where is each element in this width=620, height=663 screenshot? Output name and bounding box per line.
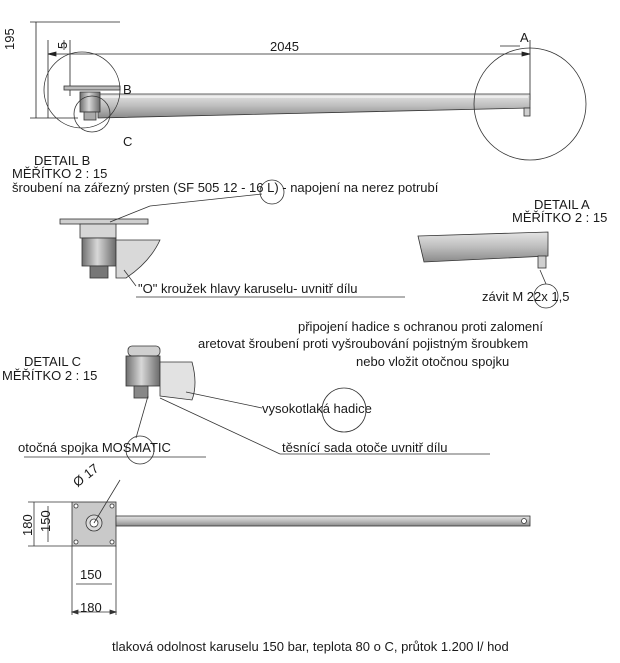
plan-view-drawing [28,479,531,615]
dim-180-vertical: 180 [20,514,35,536]
detail-c-scale: MĚŘÍTKO 2 : 15 [2,368,98,383]
detail-b-drawing [59,179,405,298]
detail-b-scale: MĚŘÍTKO 2 : 15 [12,166,108,181]
top-side-view [30,21,587,161]
note-line-1: připojení hadice s ochranou proti zalome… [298,319,543,334]
detail-b-title: DETAIL B [34,153,91,168]
detail-a-drawing [417,231,559,309]
label-b: B [123,82,132,97]
label-a: A [520,30,529,45]
dim-2045: 2045 [270,39,299,54]
footer-note: tlaková odolnost karuselu 150 bar, teplo… [112,639,509,654]
detail-c-hose: vysokotlaká hadice [262,401,372,416]
detail-c-title: DETAIL C [24,354,82,369]
label-c: C [123,134,133,149]
detail-a-title: DETAIL A [534,197,590,212]
dim-180-horizontal: 180 [80,600,102,615]
detail-b-oring-note: "O" kroužek hlavy karuselu- uvnitř dílu [138,281,358,296]
dim-5: 5 [55,41,70,49]
detail-c-drawing [24,345,490,465]
detail-a-thread-note: závit M 22x 1,5 [482,289,570,304]
detail-c-seal: těsnící sada otoče uvnitř dílu [282,440,448,455]
note-line-3: nebo vložit otočnou spojku [356,354,510,369]
detail-c-swivel: otočná spojka MOSMATIC [18,440,171,455]
detail-a-scale: MĚŘÍTKO 2 : 15 [512,210,608,225]
dim-150-vertical: 150 [38,510,53,532]
dim-150-horizontal: 150 [80,567,102,582]
detail-b-note: šroubení na zářezný prsten (SF 505 12 - … [12,180,439,195]
note-line-2: aretovat šroubení proti vyšroubování poj… [198,336,529,351]
dim-195: 195 [2,28,17,50]
